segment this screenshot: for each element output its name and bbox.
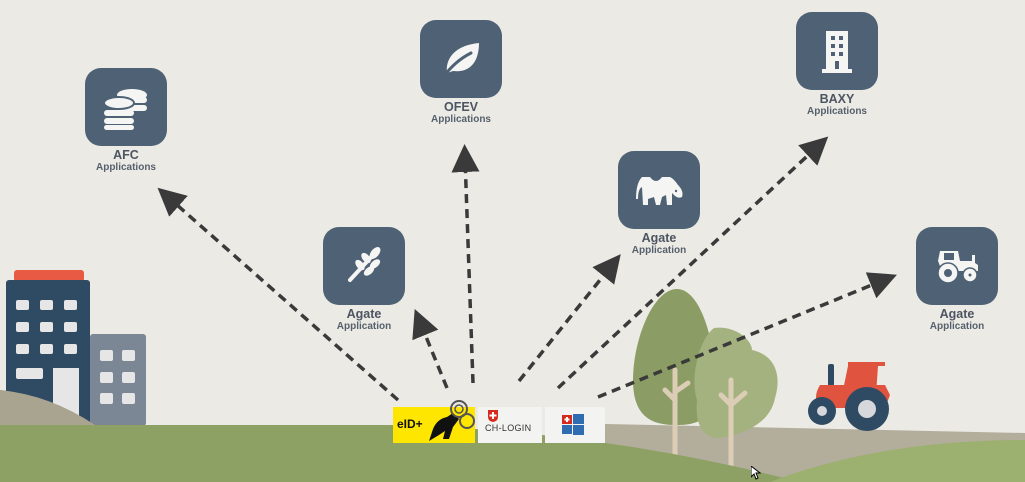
app-name: Agate [939, 307, 975, 321]
app-tile-agate-tractor[interactable]: Agate Application [916, 227, 998, 333]
tractor-icon [937, 251, 978, 284]
app-name: AFC [113, 148, 139, 162]
mouse-cursor-icon [751, 466, 761, 480]
arrow-to-agate-cow [517, 254, 621, 383]
app-tile-agate-wheat[interactable]: Agate Application [323, 227, 405, 333]
app-subtitle: Applications [95, 162, 156, 173]
app-tile-afc[interactable]: AFC Applications [85, 68, 167, 174]
arrow-to-agate-wheat [412, 309, 449, 389]
app-tile-box[interactable] [618, 151, 700, 229]
arrow-to-afc [157, 187, 400, 402]
windows-login-button[interactable] [545, 407, 605, 443]
arrow-to-ofev [451, 144, 480, 384]
office-building-illustration [0, 270, 146, 426]
app-name: BAXY [819, 92, 855, 106]
login-providers: eID+ CH-LOGIN [393, 400, 605, 443]
eid-label: eID+ [397, 417, 423, 431]
ibex-logo-icon [429, 400, 475, 441]
app-tile-baxy[interactable]: BAXY Applications [796, 12, 878, 118]
app-subtitle: Applications [806, 106, 867, 117]
app-tile-agate-cow[interactable]: Agate Application [618, 151, 700, 257]
app-subtitle: Application [336, 321, 392, 332]
connection-arrows [157, 136, 897, 402]
app-subtitle: Applications [430, 114, 491, 125]
leaf-icon [441, 43, 479, 79]
app-tile-box[interactable] [420, 20, 502, 98]
app-name: OFEV [443, 100, 479, 114]
red-tractor-illustration [808, 362, 890, 431]
app-tile-box[interactable] [85, 68, 167, 146]
app-tile-box[interactable] [323, 227, 405, 305]
app-tile-ofev[interactable]: OFEV Applications [420, 20, 502, 126]
trees-illustration [633, 289, 778, 468]
app-name: Agate [346, 307, 382, 321]
app-tile-box[interactable] [796, 12, 878, 90]
eid-login-button[interactable]: eID+ [393, 400, 475, 443]
arrow-to-agate-tractor [597, 272, 897, 399]
building-icon [822, 31, 852, 73]
app-tile-box[interactable] [916, 227, 998, 305]
swiss-shield-icon [488, 410, 498, 422]
cow-icon [636, 177, 683, 205]
windows-swiss-icon [562, 414, 584, 435]
wheat-icon [348, 247, 381, 282]
app-name: Agate [641, 231, 677, 245]
coins-icon [103, 89, 147, 130]
app-subtitle: Application [631, 245, 687, 256]
app-subtitle: Application [929, 321, 985, 332]
ch-login-label: CH-LOGIN [485, 423, 532, 433]
ch-login-button[interactable]: CH-LOGIN [478, 407, 542, 443]
